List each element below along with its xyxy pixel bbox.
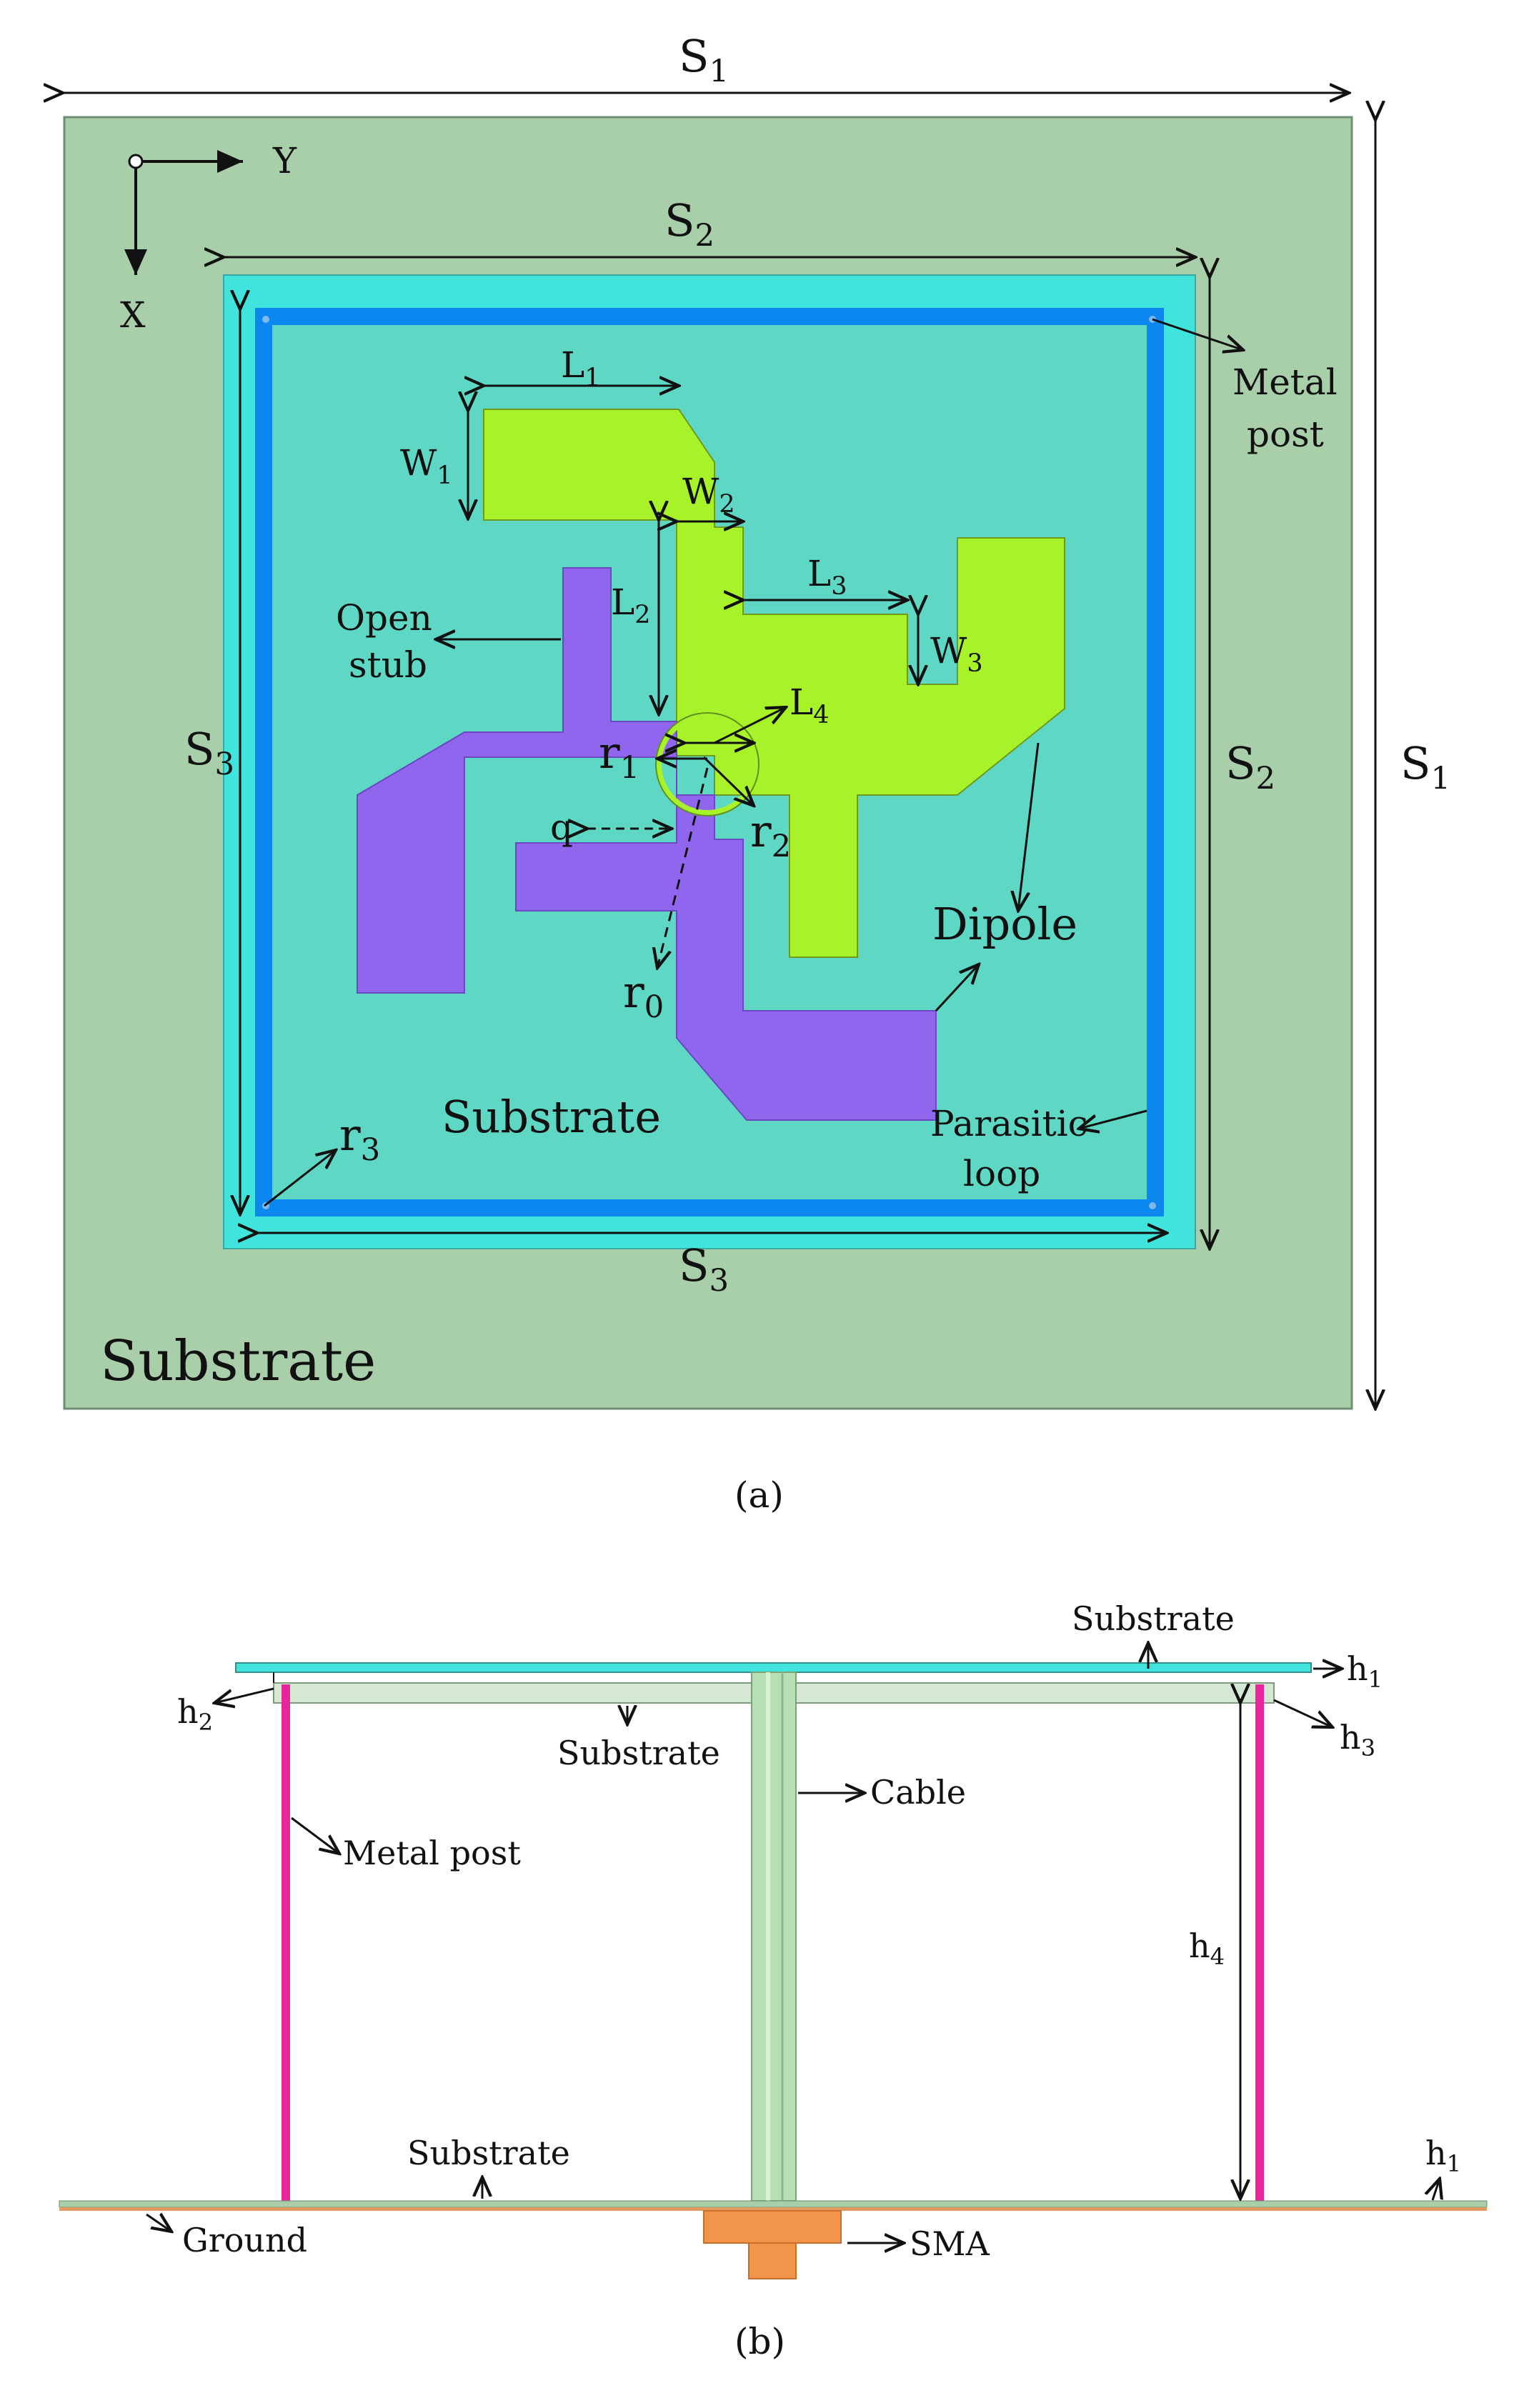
dim-w1: W1 bbox=[400, 442, 453, 490]
metal-post-right bbox=[1255, 1684, 1264, 2202]
ground-plane bbox=[59, 2207, 1487, 2211]
metal-post-label: Metal post bbox=[343, 1834, 521, 1872]
axis-indicator: Y X bbox=[120, 140, 297, 336]
cable-label: Cable bbox=[870, 1773, 966, 1812]
dim-l4: L4 bbox=[790, 681, 829, 729]
middle-substrate-label: Substrate bbox=[557, 1734, 720, 1772]
caption-a: (a) bbox=[734, 1474, 784, 1516]
dim-q: q bbox=[550, 806, 573, 848]
bottom-substrate-label: Substrate bbox=[407, 2134, 570, 2172]
panel-b: Substrate h1 h2 h3 Substrate Cable Metal… bbox=[59, 1599, 1488, 2362]
dim-s3-bottom: S3 bbox=[679, 1239, 729, 1299]
dim-l2: L2 bbox=[611, 581, 650, 629]
bottom-substrate bbox=[59, 2200, 1488, 2208]
inner-substrate-label: Substrate bbox=[442, 1091, 661, 1143]
dim-s2-right: S2 bbox=[1225, 737, 1275, 796]
open-stub-label-1: Open bbox=[336, 597, 432, 639]
axis-x-label: X bbox=[120, 294, 146, 336]
dipole-arm-purple bbox=[357, 567, 937, 1121]
parasitic-loop-label-2: loop bbox=[963, 1153, 1040, 1194]
dim-h4: h4 bbox=[1189, 1927, 1225, 1970]
dim-l3: L3 bbox=[807, 553, 847, 601]
dim-s2-top: S2 bbox=[664, 194, 714, 254]
dim-l1: L1 bbox=[561, 344, 600, 392]
dim-w2: W2 bbox=[682, 471, 735, 519]
metal-post-dot bbox=[1149, 1202, 1156, 1209]
dim-h1-bottom: h1 bbox=[1425, 2134, 1461, 2177]
dim-s3-left: S3 bbox=[184, 723, 234, 782]
parasitic-loop-label-1: Parasitic bbox=[930, 1103, 1088, 1144]
dipole-label: Dipole bbox=[932, 898, 1077, 950]
metal-post-dot bbox=[262, 316, 269, 323]
metal-post-label-2: post bbox=[1247, 414, 1324, 455]
open-stub-label-2: stub bbox=[349, 644, 427, 686]
caption-b: (b) bbox=[734, 2321, 785, 2362]
dim-r0: r0 bbox=[623, 966, 664, 1025]
dim-s1-right: S1 bbox=[1400, 737, 1450, 796]
sma-label: SMA bbox=[910, 2224, 990, 2263]
axis-y-label: Y bbox=[272, 140, 297, 181]
dim-h3: h3 bbox=[1340, 1718, 1375, 1762]
ground-label: Ground bbox=[182, 2221, 307, 2259]
sma-connector-body bbox=[703, 2210, 842, 2244]
dim-r3: r3 bbox=[339, 1109, 380, 1168]
top-substrate bbox=[235, 1662, 1312, 1673]
outer-substrate-label: Substrate bbox=[100, 1329, 376, 1394]
dim-r2: r2 bbox=[750, 805, 791, 864]
sma-connector-pin bbox=[748, 2242, 797, 2279]
dim-w3: W3 bbox=[930, 630, 983, 678]
metal-post-label-1: Metal bbox=[1232, 361, 1338, 403]
metal-post-left bbox=[282, 1684, 290, 2202]
dim-r1: r1 bbox=[599, 726, 639, 786]
top-substrate-label: Substrate bbox=[1072, 1599, 1235, 1638]
dim-h1-top: h1 bbox=[1347, 1649, 1383, 1693]
panel-a: Y X S1 S1 S2 S2 S3 S3 bbox=[63, 30, 1450, 1516]
dim-h2: h2 bbox=[177, 1692, 213, 1736]
cable bbox=[751, 1672, 797, 2202]
dim-s1-top: S1 bbox=[679, 30, 729, 89]
